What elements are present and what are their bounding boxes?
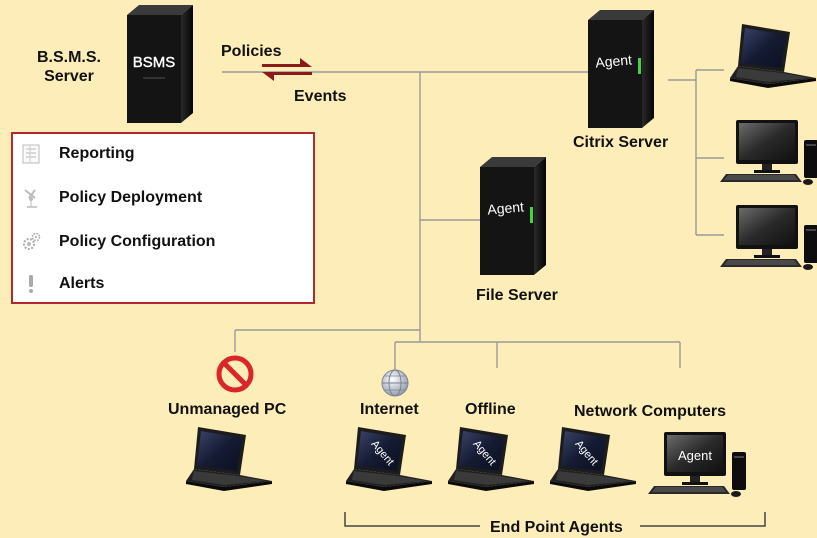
bsms-server-label: B.S.M.S. Server (30, 48, 108, 86)
file-agent-label: Agent (487, 198, 525, 217)
bsms-screen-label: BSMS (133, 54, 176, 71)
citrix-server: Agent (588, 10, 654, 128)
events-label: Events (294, 88, 347, 105)
file-server: Agent (480, 157, 546, 275)
network-computers-label: Network Computers (574, 403, 727, 420)
network-desktop-agent-label: Agent (678, 448, 712, 463)
offline-laptop: Agent (448, 427, 534, 491)
citrix-client-desktop-2 (720, 205, 817, 270)
citrix-client-desktop-1 (720, 120, 817, 185)
legend-label-reporting: Reporting (59, 145, 135, 162)
connection-lines (222, 69, 724, 372)
bsms-label-line1: B.S.M.S. (36, 49, 101, 66)
legend-label-policy-configuration: Policy Configuration (59, 233, 216, 250)
legend-item-policy-deployment: Policy Deployment (21, 186, 202, 210)
report-icon (22, 144, 40, 164)
legend-item-policy-configuration: Policy Configuration (21, 230, 215, 254)
network-laptop: Agent (550, 427, 636, 491)
unmanaged-pc-laptop (186, 427, 272, 491)
legend-box: Reporting Policy Deployment Policy Confi… (11, 132, 315, 304)
bsms-server: BSMS (127, 5, 193, 123)
endpoint-bracket (344, 512, 766, 527)
prohibited-icon (216, 355, 254, 393)
legend-label-alerts: Alerts (59, 275, 105, 292)
internet-laptop: Agent (346, 427, 432, 491)
file-server-label: File Server (476, 287, 558, 304)
end-point-agents-label: End Point Agents (490, 519, 623, 536)
exclamation-icon (29, 275, 33, 293)
citrix-agent-label: Agent (595, 51, 633, 70)
legend-label-policy-deployment: Policy Deployment (59, 189, 203, 206)
policies-label: Policies (221, 43, 282, 60)
internet-label: Internet (360, 401, 419, 418)
bsms-label-line2: Server (44, 68, 94, 85)
legend-item-reporting: Reporting (21, 142, 135, 166)
network-desktop: Agent (648, 432, 746, 497)
citrix-client-laptop (730, 24, 816, 88)
offline-label: Offline (465, 401, 516, 418)
unmanaged-pc-label: Unmanaged PC (168, 401, 287, 418)
legend-item-alerts: Alerts (21, 272, 104, 296)
deployment-icon (24, 189, 37, 208)
policies-events-arrows (262, 58, 312, 81)
globe-icon (381, 369, 409, 397)
gears-icon (23, 232, 41, 250)
citrix-server-label: Citrix Server (573, 134, 669, 151)
